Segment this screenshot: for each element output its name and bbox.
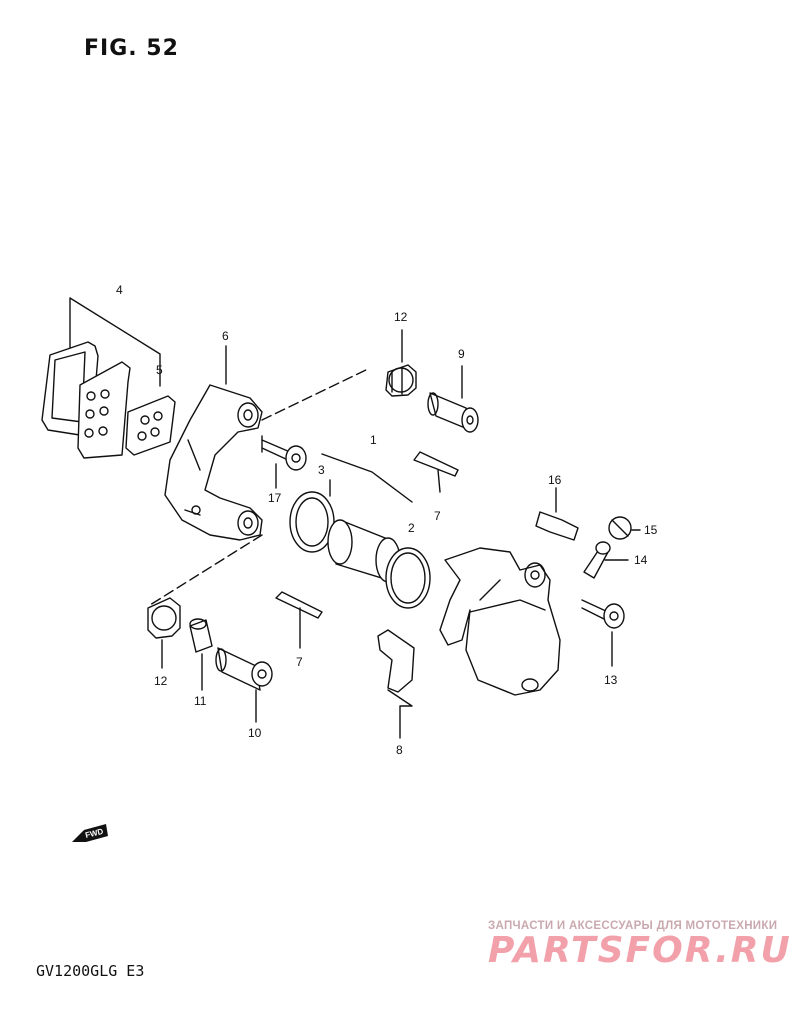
part-label-6: 6 — [222, 329, 229, 343]
cap-15-drawing — [608, 516, 641, 540]
part-label-13: 13 — [604, 673, 618, 687]
sleeve-drawing — [189, 618, 213, 691]
pad-retainer-drawing — [377, 629, 415, 739]
piston-seal-drawing — [385, 547, 431, 609]
part-label-7a: 7 — [434, 509, 441, 523]
part-label-12b: 12 — [154, 674, 168, 688]
part-label-16: 16 — [548, 473, 562, 487]
watermark-logo: PARTSFOR.RU — [488, 930, 792, 971]
part-label-2: 2 — [408, 521, 415, 535]
part-label-15: 15 — [644, 523, 658, 537]
boot-top-drawing — [385, 364, 417, 397]
part-label-11: 11 — [194, 694, 207, 708]
part-label-14: 14 — [634, 553, 648, 567]
part-label-10: 10 — [248, 726, 262, 740]
part-labels: 1 2 3 4 5 6 7 7 8 9 10 11 12 12 13 14 15… — [116, 283, 658, 757]
part-label-9: 9 — [458, 347, 465, 361]
figure-title: FIG. 52 — [84, 36, 179, 61]
bleeder-valve-drawing — [583, 541, 629, 579]
shim-drawing — [125, 395, 176, 456]
part-label-7b: 7 — [296, 655, 303, 669]
pad-spring-upper-drawing — [413, 451, 459, 493]
part-label-17: 17 — [268, 491, 282, 505]
part-label-5: 5 — [156, 363, 163, 377]
caliper-body-drawing — [439, 547, 561, 696]
watermark-tagline: ЗАПЧАСТИ И АКСЕССУАРЫ ДЛЯ МОТОТЕХНИКИ — [488, 920, 778, 932]
pad-spring-lower-drawing — [275, 591, 323, 649]
fwd-arrow-icon: FWD — [72, 824, 108, 842]
pin-upper-drawing — [427, 392, 479, 433]
pin-lower-drawing — [215, 647, 273, 723]
caliper-bracket-drawing — [164, 384, 263, 541]
part-label-4: 4 — [116, 283, 123, 297]
part-label-3: 3 — [318, 463, 325, 477]
boot-lower-drawing — [147, 597, 181, 669]
cap-16-drawing — [535, 487, 579, 541]
part-label-12a: 12 — [394, 310, 408, 324]
dust-seal-drawing — [289, 491, 335, 553]
part-label-8: 8 — [396, 743, 403, 757]
bolt-17-drawing — [261, 435, 307, 471]
brake-pads-drawing — [41, 297, 161, 459]
part-label-1: 1 — [370, 433, 377, 447]
model-code: GV1200GLG E3 — [36, 962, 145, 980]
fwd-label: FWD — [84, 827, 104, 840]
bolt-13-drawing — [581, 599, 625, 667]
